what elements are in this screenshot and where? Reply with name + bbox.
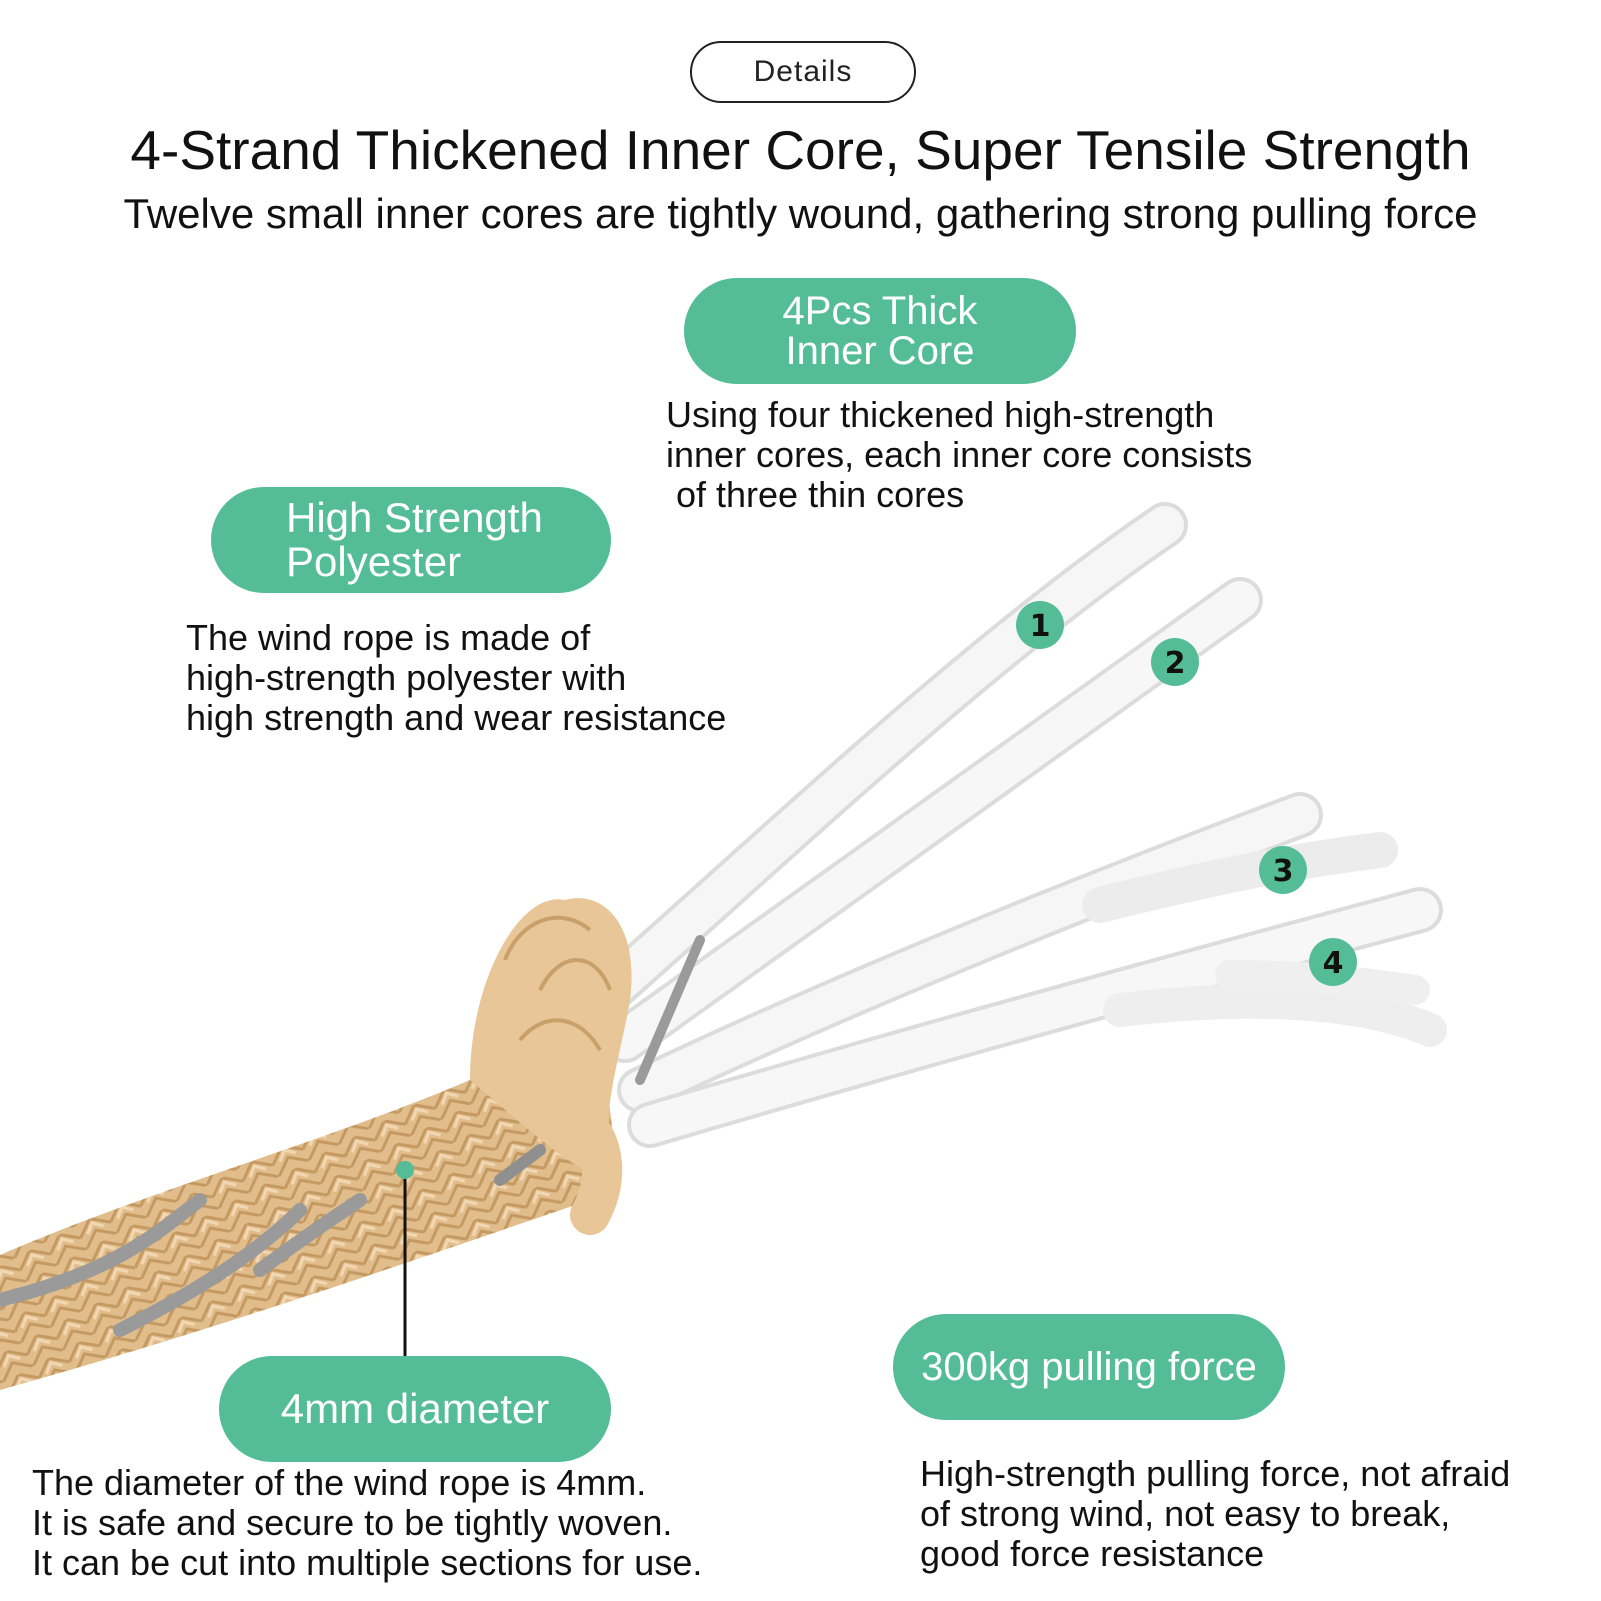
strand-marker-1-label: 1 [1030,609,1051,644]
strand-marker-3: 3 [1259,846,1307,894]
strand-marker-2: 2 [1151,638,1199,686]
polyester-description: The wind rope is made of high-strength p… [186,617,727,738]
diameter-pointer [396,1161,414,1358]
strand-marker-4-label: 4 [1323,946,1344,981]
strand-marker-1: 1 [1016,601,1064,649]
pulling-force-description: High-strength pulling force, not afraid … [920,1453,1511,1574]
page-title: 4-Strand Thickened Inner Core, Super Ten… [130,119,1471,181]
inner-core-label: 4Pcs Thick Inner Core [684,278,1076,384]
page-subtitle: Twelve small inner cores are tightly wou… [123,190,1478,237]
braided-sheath [0,898,632,1390]
strand-4 [627,887,1447,1148]
strand-marker-4: 4 [1309,938,1357,986]
pulling-force-label: 300kg pulling force [893,1314,1285,1420]
strand-marker-2-label: 2 [1165,646,1186,681]
inner-strands [577,502,1447,1148]
polyester-label: High Strength Polyester [211,487,611,593]
inner-core-description: Using four thickened high-strength inner… [666,394,1253,515]
details-badge: Details [690,41,916,103]
strand-marker-3-label: 3 [1273,854,1294,889]
diameter-description: The diameter of the wind rope is 4mm. It… [32,1462,703,1583]
strand-3 [617,792,1398,1113]
strand-1 [577,502,1188,1023]
diameter-label: 4mm diameter [219,1356,611,1462]
